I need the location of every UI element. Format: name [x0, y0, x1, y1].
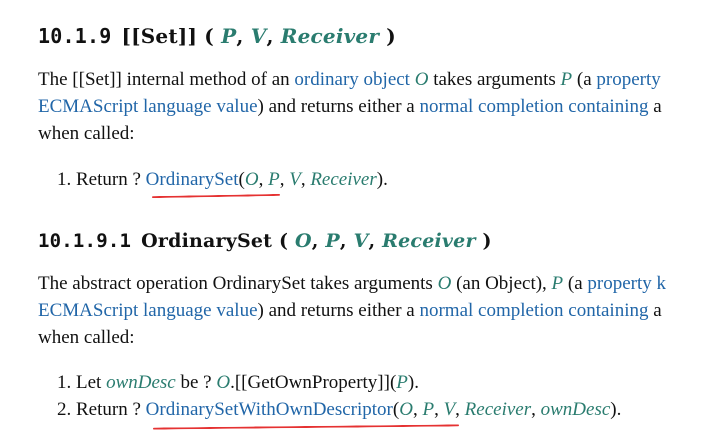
link-ecmascript-language-value[interactable]: ECMAScript language value: [38, 300, 258, 321]
section-number: 10.1.9.1: [38, 230, 132, 252]
text: The [[Set]] internal method of an: [38, 69, 295, 90]
var-o[interactable]: O: [216, 372, 231, 393]
section-number: 10.1.9: [38, 24, 112, 48]
section-heading-set: 10.1.9 [[Set]] ( P, V, Receiver ): [38, 24, 396, 48]
text: ).: [407, 372, 419, 393]
text: a: [648, 96, 662, 117]
paragraph-line: ECMAScript language value) and returns e…: [38, 96, 662, 118]
algorithm-step: 1. Let ownDesc be ? O.[[GetOwnProperty]]…: [57, 372, 419, 394]
algorithm-step: 2. Return ? OrdinarySetWithOwnDescriptor…: [57, 399, 621, 421]
separator: ,: [266, 24, 281, 48]
text: (: [238, 169, 245, 190]
var-owndesc[interactable]: ownDesc: [106, 372, 176, 393]
text: when called:: [38, 327, 135, 348]
text: ).: [376, 169, 388, 190]
text: ) and returns either a: [257, 96, 420, 117]
separator: ,: [368, 230, 383, 252]
var-p[interactable]: P: [268, 169, 280, 190]
text: Return ?: [76, 399, 146, 420]
param-v: V: [353, 230, 369, 252]
separator: ,: [531, 399, 541, 420]
separator: ,: [279, 169, 290, 190]
red-underline-annotation: [152, 424, 460, 430]
step-number: 1.: [57, 169, 72, 190]
text: Return ?: [76, 169, 146, 190]
link-ordinaryset[interactable]: OrdinarySet: [145, 169, 239, 190]
var-o[interactable]: O: [414, 69, 429, 90]
link-normal-completion[interactable]: normal completion containing: [419, 300, 649, 321]
step-number: 1.: [57, 372, 72, 393]
var-o[interactable]: O: [244, 169, 259, 190]
method-name: OrdinarySet: [141, 230, 273, 252]
separator: ,: [412, 399, 423, 420]
param-receiver: Receiver: [382, 230, 476, 252]
var-receiver[interactable]: Receiver: [310, 169, 377, 190]
separator: ,: [300, 169, 311, 190]
var-p[interactable]: P: [396, 372, 408, 393]
separator: ,: [258, 169, 269, 190]
separator: ,: [236, 24, 251, 48]
param-v: V: [250, 24, 267, 48]
param-p: P: [325, 230, 340, 252]
var-p[interactable]: P: [422, 399, 435, 420]
var-p[interactable]: P: [560, 69, 573, 90]
red-underline-annotation: [151, 193, 281, 199]
link-ordinary-object[interactable]: ordinary object: [294, 69, 410, 90]
text: ).: [610, 399, 622, 420]
text: be ?: [175, 372, 217, 393]
paragraph-line: when called:: [38, 123, 135, 145]
step-number: 2.: [57, 399, 72, 420]
paren-close: ): [386, 24, 396, 48]
link-property[interactable]: property: [596, 69, 661, 90]
var-receiver[interactable]: Receiver: [464, 399, 532, 420]
param-receiver: Receiver: [280, 24, 380, 48]
text: ) and returns either a: [257, 300, 420, 321]
param-o: O: [295, 230, 312, 252]
text: when called:: [38, 123, 135, 144]
link-ecmascript-language-value[interactable]: ECMAScript language value: [38, 96, 258, 117]
param-p: P: [221, 24, 237, 48]
var-v[interactable]: V: [289, 169, 301, 190]
text: (: [392, 399, 400, 420]
paren-close: ): [482, 230, 492, 252]
text: takes arguments: [428, 69, 561, 90]
separator: ,: [455, 399, 465, 420]
paragraph-line: The [[Set]] internal method of an ordina…: [38, 69, 661, 91]
paren-open: (: [278, 230, 289, 252]
paragraph-line: when called:: [38, 327, 135, 349]
link-normal-completion[interactable]: normal completion containing: [419, 96, 649, 117]
separator: ,: [434, 399, 444, 420]
text: (an Object),: [451, 273, 552, 294]
paragraph-line: The abstract operation OrdinarySet takes…: [38, 273, 666, 295]
text: a: [648, 300, 662, 321]
link-property-key[interactable]: property k: [587, 273, 667, 294]
text: Let: [76, 372, 107, 393]
var-o[interactable]: O: [399, 399, 413, 420]
method-name: [[Set]]: [121, 24, 198, 48]
text: The abstract operation OrdinarySet takes…: [38, 273, 438, 294]
text: .[[GetOwnProperty]](: [230, 372, 397, 393]
algorithm-step: 1. Return ? OrdinarySet(O, P, V, Receive…: [57, 169, 388, 191]
text: (a: [563, 273, 588, 294]
paragraph-line: ECMAScript language value) and returns e…: [38, 300, 662, 322]
separator: ,: [311, 230, 326, 252]
text: (a: [572, 69, 597, 90]
var-o[interactable]: O: [437, 273, 452, 294]
var-owndesc[interactable]: ownDesc: [540, 399, 611, 420]
var-p[interactable]: P: [551, 273, 564, 294]
link-ordinarysetwithowndescriptor[interactable]: OrdinarySetWithOwnDescriptor: [145, 399, 393, 420]
paren-open: (: [204, 24, 214, 48]
separator: ,: [339, 230, 354, 252]
var-v[interactable]: V: [443, 399, 456, 420]
